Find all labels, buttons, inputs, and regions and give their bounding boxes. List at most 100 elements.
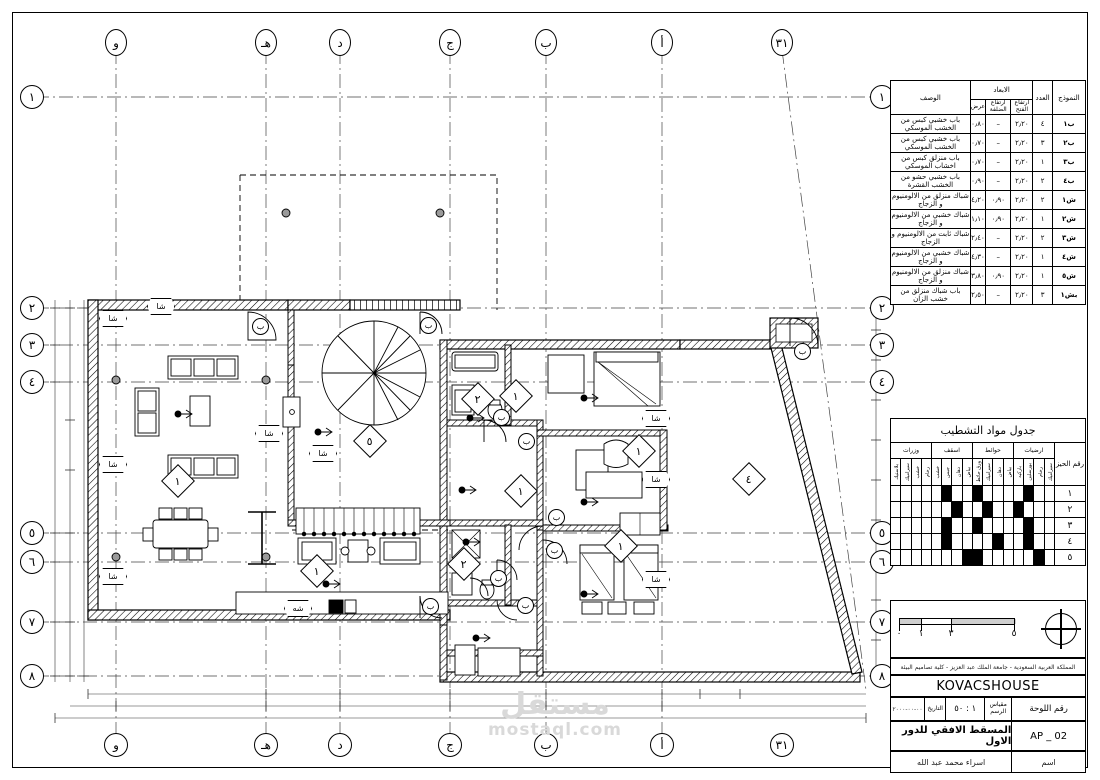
materials-subcol-بياض: بياض [1002, 458, 1014, 486]
materials-cell-10 [941, 533, 953, 550]
openings-cell-description: باب خشبي كبس من الخشب الموسكي [890, 114, 971, 134]
scale-label: مقياس الرسم [984, 698, 1011, 720]
openings-cell-model: ب٤ [1051, 171, 1087, 191]
materials-cell-9 [951, 485, 963, 502]
materials-cell-2 [1023, 501, 1035, 518]
grid-bubble-right-٣: ٣ [870, 333, 894, 357]
openings-cell-dim-width: ٠٫٧٠ [969, 133, 987, 153]
grid-bubble-label: ٣ [878, 338, 886, 352]
sheet-border [12, 12, 1088, 768]
window-tag-9: شا [642, 571, 670, 588]
materials-cell-2 [1023, 533, 1035, 550]
scale-tick-1: ١ [918, 629, 924, 639]
materials-subcol-label: بياض [1006, 466, 1013, 478]
graphic-scale-bar: ٠ ١ ٣ ٥ [897, 616, 1016, 642]
materials-subcol-label: بورسلين [1027, 463, 1034, 481]
openings-cell-count: ١ [1032, 266, 1053, 286]
materials-cell-15 [889, 533, 902, 550]
openings-cell-dim-leaf: – [985, 247, 1012, 267]
materials-subcol-label: دهان [955, 466, 962, 478]
grid-bubble-label: ٥ [28, 526, 36, 540]
materials-cell-10 [941, 517, 953, 534]
grid-bubble-label: ج [446, 738, 454, 752]
openings-cell-model: ش٥ [1051, 266, 1087, 286]
openings-cell-dim-height: ٢٫٢٠ [1010, 266, 1034, 286]
watermark: مستقل mostaql.com [430, 690, 680, 739]
openings-cell-count: ٣ [1032, 133, 1053, 153]
grid-bubble-bottom-٣١: ٣١ [770, 733, 794, 757]
door-tag-5: ب [518, 433, 535, 450]
grid-bubble-label: ٥ [878, 526, 886, 540]
openings-cell-dim-leaf: – [985, 228, 1012, 248]
openings-cell-dim-height: ٢٫٢٠ [1010, 190, 1034, 210]
project-name: KOVACSHOUSE [890, 675, 1086, 697]
grid-bubble-label: ج [446, 35, 454, 50]
room-tag-label: ١ [518, 484, 524, 498]
openings-cell-description: شباك منزلق من الالومنيوم و الزجاج [890, 266, 971, 286]
openings-cell-description: باب منزلق كبس من اخشاب الموسكي [890, 152, 971, 172]
openings-cell-dim-height: ٢٫٢٠ [1010, 133, 1034, 153]
materials-cell-9 [951, 501, 963, 518]
materials-cell-5 [992, 517, 1004, 534]
materials-cell-1 [1033, 517, 1045, 534]
openings-cell-count: ١ [1032, 209, 1053, 229]
openings-cell-dim-width: ٤٫٢٠ [969, 190, 987, 210]
watermark-latin: mostaql.com [487, 720, 623, 740]
materials-cell-12 [920, 501, 933, 518]
grid-bubble-bottom-د: د [328, 733, 352, 757]
materials-cell-10 [941, 485, 953, 502]
designer-label: اسم [1011, 752, 1085, 772]
scale-tick-3: ٣ [948, 629, 954, 639]
openings-cell-dim-height: ٢٫٢٠ [1010, 114, 1034, 134]
openings-cell-dim-height: ٢٫٢٠ [1010, 171, 1034, 191]
materials-subcol-label: رخام [1037, 466, 1044, 478]
door-tag-8: ب [490, 570, 507, 587]
openings-cell-dim-height: ٢٫٢٠ [1010, 228, 1034, 248]
openings-cell-dim-leaf: ٠٫٩٠ [985, 209, 1012, 229]
materials-cell-3 [1012, 517, 1025, 534]
openings-cell-description: شباك خشبي من الالومنيوم و الزجاج [890, 247, 971, 267]
room-tag-label: ١ [175, 474, 181, 488]
materials-cell-2 [1023, 517, 1035, 534]
window-tag-5: شا [309, 445, 337, 462]
materials-group-ارضيات: ارضيات [1012, 442, 1055, 459]
window-tag-1: شا [147, 298, 175, 315]
materials-cell-8 [961, 533, 973, 550]
materials-cell-15 [889, 517, 902, 534]
materials-subcol-بياض: بياض [961, 458, 973, 486]
openings-cell-dim-leaf: – [985, 285, 1012, 305]
room-tag-label: ١ [618, 539, 624, 553]
materials-cell-6 [982, 501, 994, 518]
openings-cell-description: شباك خشبي من الالومنيوم و الزجاج [890, 209, 971, 229]
room-tag-label: ٢ [475, 392, 481, 406]
grid-bubble-label: أ [660, 738, 664, 752]
materials-subcol-دهان: دهان [951, 458, 963, 486]
grid-bubble-label: ب [540, 35, 552, 50]
materials-cell-room-id: ٤ [1053, 533, 1087, 550]
openings-cell-dim-leaf: ٠٫٩٠ [985, 190, 1012, 210]
door-tag-9: ب [517, 597, 534, 614]
materials-subcol-خشب: خشب [910, 458, 922, 486]
materials-cell-15 [889, 549, 902, 566]
sheet-number-label: رقم اللوحة [1011, 698, 1085, 720]
title-block: ٠ ١ ٣ ٥ المملكة العربية السعودية - جامعة… [890, 600, 1086, 773]
grid-bubble-label: هـ [261, 738, 271, 752]
materials-cell-12 [920, 485, 933, 502]
grid-bubble-label: هـ [261, 35, 271, 50]
openings-cell-model: ش٤ [1051, 247, 1087, 267]
materials-subcol-label: سيراميك [904, 462, 911, 482]
materials-cell-12 [920, 549, 933, 566]
materials-cell-8 [961, 501, 973, 518]
designer-row: اسم اسراء محمد عبد الله [890, 751, 1086, 773]
scale-value: ١ : ٥٠ [945, 698, 984, 720]
materials-cell-6 [982, 485, 994, 502]
openings-cell-model: ب٣ [1051, 152, 1087, 172]
materials-cell-9 [951, 517, 963, 534]
materials-cell-0 [1043, 485, 1055, 502]
col-count: العدد [1032, 80, 1053, 115]
